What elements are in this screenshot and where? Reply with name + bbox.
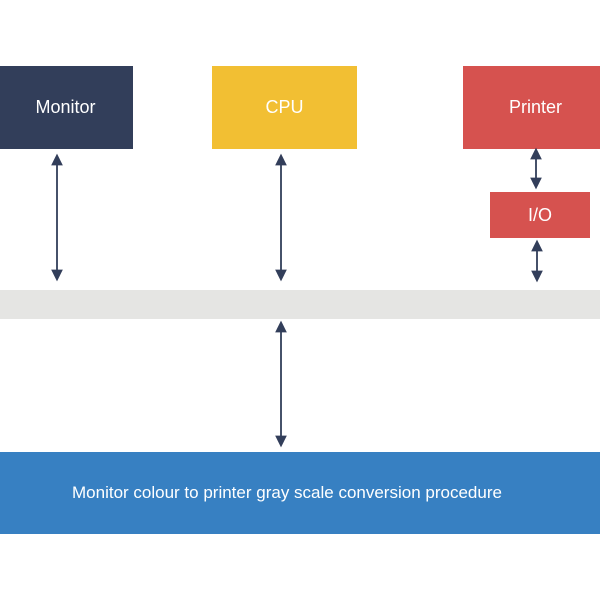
io-label: I/O xyxy=(527,204,552,225)
printer-label: Printer xyxy=(508,97,562,117)
procedure-label: Monitor colour to printer gray scale con… xyxy=(72,483,502,502)
printer-node: Printer xyxy=(463,66,600,149)
procedure-bar: Monitor colour to printer gray scale con… xyxy=(0,452,600,534)
cpu-node: CPU xyxy=(212,66,357,149)
io-node: I/O xyxy=(490,192,590,238)
cpu-label: CPU xyxy=(265,97,304,117)
monitor-node: Monitor xyxy=(0,66,133,149)
monitor-label: Monitor xyxy=(35,97,96,117)
system-bus-bar xyxy=(0,290,600,319)
